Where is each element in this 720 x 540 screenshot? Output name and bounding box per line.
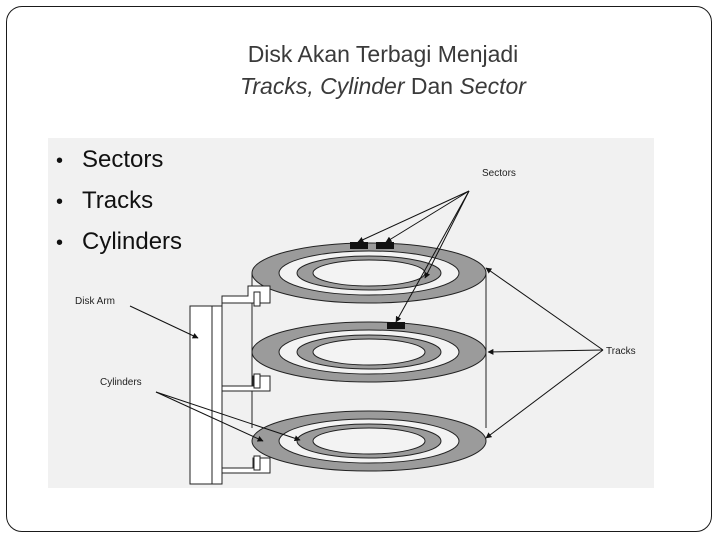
sector-mark-middle — [387, 322, 405, 329]
title-connector: Dan — [404, 73, 460, 99]
title-line-2: Tracks, Cylinder Dan Sector — [0, 70, 720, 102]
slide-title: Disk Akan Terbagi Menjadi Tracks, Cylind… — [0, 38, 720, 102]
label-cylinders: Cylinders — [100, 377, 142, 388]
disk-arm-arrow — [129, 305, 199, 339]
bullet-item: •Sectors — [56, 146, 164, 173]
sector-mark-top-2 — [376, 242, 394, 249]
bullet-item: •Cylinders — [56, 228, 183, 255]
sector-mark-top-1 — [350, 242, 368, 249]
title-italic-sector: Sector — [459, 73, 526, 99]
sectors-arrows — [357, 190, 470, 323]
platter-bottom — [251, 410, 487, 472]
label-tracks: Tracks — [606, 346, 636, 357]
bullet-list: •Sectors •Tracks •Cylinders — [56, 144, 182, 267]
disk-arm-assembly — [189, 285, 271, 485]
platter-middle — [251, 321, 487, 383]
bullet-text: Tracks — [82, 187, 154, 214]
bullet-text: Cylinders — [82, 228, 183, 255]
cylinders-arrows — [155, 391, 301, 442]
title-line-1: Disk Akan Terbagi Menjadi — [247, 41, 519, 67]
disk-diagram-svg — [129, 190, 604, 485]
tracks-arrows — [485, 267, 604, 439]
bullet-item: •Tracks — [56, 187, 154, 214]
title-italic-terms: Tracks, Cylinder — [240, 73, 405, 99]
label-disk-arm: Disk Arm — [75, 296, 115, 307]
disk-diagram: •Sectors •Tracks •Cylinders Sectors Disk… — [48, 138, 654, 488]
platter-top — [251, 242, 487, 304]
label-sectors: Sectors — [482, 168, 516, 179]
bullet-text: Sectors — [82, 146, 164, 173]
